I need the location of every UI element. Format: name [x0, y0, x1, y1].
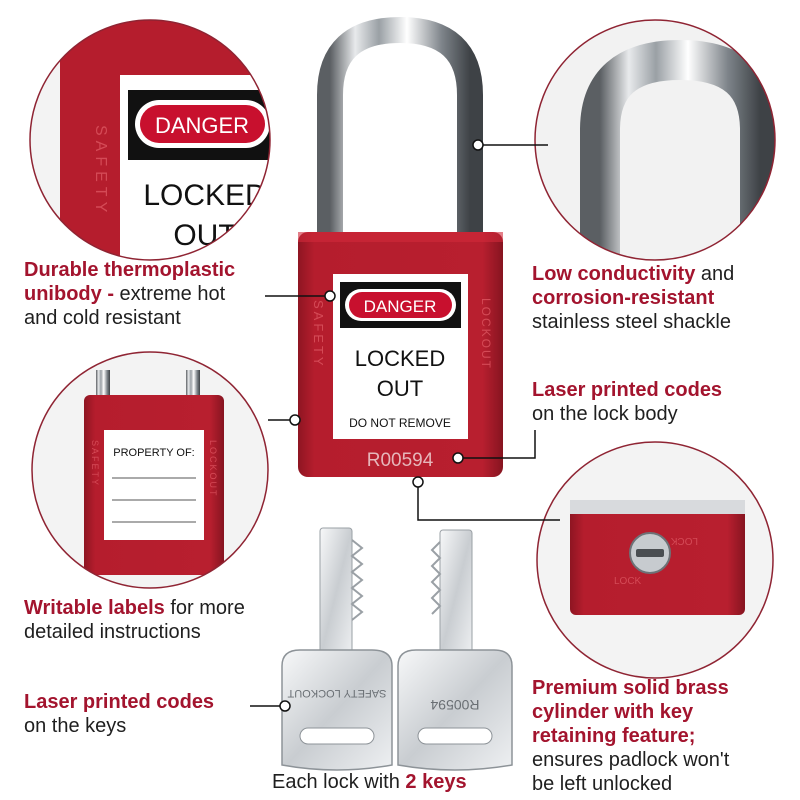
callout-thermoplastic: Durable thermoplastic unibody - extreme …: [24, 258, 284, 330]
codes-body-rest1: on the lock body: [532, 403, 678, 425]
leader-code: [458, 430, 536, 459]
shackle: [317, 16, 483, 240]
callout-codes-body: Laser printed codes on the lock body: [532, 378, 792, 426]
conduct-hl2: corrosion-resistant: [532, 287, 715, 309]
prop-side-left: SAFETY: [90, 440, 100, 487]
writable-hl1: Writable labels: [24, 597, 165, 619]
padlock: DANGER LOCKED OUT DO NOT REMOVE SAFETY L…: [298, 16, 503, 477]
brass-rest2: be left unlocked: [532, 773, 673, 795]
codes-keys-hl1: Laser printed codes: [24, 691, 215, 713]
zoom-circle-body: DANGER LOCKED OUT SAFETY: [29, 19, 271, 261]
brass-hl2: cylinder with key: [532, 701, 694, 723]
leader-dot-writable: [289, 414, 301, 426]
zoom-circle-writable: PROPERTY OF: SAFETY LOCKOUT: [31, 351, 269, 589]
out-text: OUT: [377, 376, 423, 401]
conduct-hl1: Low conductivity: [532, 263, 696, 285]
zoom-side-text: SAFETY: [92, 125, 109, 217]
leader-dot-cylinder: [412, 476, 424, 488]
leader-dot-thermo: [324, 290, 336, 302]
keys-pre: Each lock with: [272, 771, 406, 793]
brass-rest1: ensures padlock won't: [532, 749, 730, 771]
danger-text: DANGER: [364, 297, 437, 316]
keys-num: 2 keys: [405, 771, 467, 793]
leader-cylinder: [417, 482, 560, 521]
zoom-circle-cylinder: LOCK LOCK: [536, 441, 774, 679]
callout-codes-keys: Laser printed codes on the keys: [24, 690, 264, 738]
property-of-text: PROPERTY OF:: [113, 447, 195, 459]
prop-side-right: LOCKOUT: [208, 440, 218, 498]
thermo-hl1: Durable thermoplastic: [24, 259, 236, 281]
codes-keys-rest1: on the keys: [24, 715, 127, 737]
thermo-hl2: unibody -: [24, 283, 114, 305]
conduct-rest1: and: [695, 263, 735, 285]
lock-code: R00594: [367, 450, 434, 471]
side-text-safety: SAFETY: [311, 300, 326, 369]
zoom-danger-text: DANGER: [155, 113, 249, 138]
key-right-text: R00594: [430, 697, 479, 713]
key-right: R00594: [397, 529, 513, 771]
leader-lines: [250, 139, 560, 712]
cyl-lock-word-bottom: LOCK: [614, 576, 642, 587]
callout-conductivity: Low conductivity and corrosion-resistant…: [532, 262, 792, 334]
cyl-lock-word-top: LOCK: [670, 535, 698, 546]
locked-text: LOCKED: [355, 346, 445, 371]
do-not-remove-text: DO NOT REMOVE: [349, 416, 451, 430]
callout-keys-count: Each lock with 2 keys: [272, 770, 532, 794]
brass-hl3: retaining feature;: [532, 725, 696, 747]
leader-dot-shackle: [472, 139, 484, 151]
zoom-locked-text: LOCKED: [143, 179, 266, 212]
leader-dot-keys: [279, 700, 291, 712]
codes-body-hl1: Laser printed codes: [532, 379, 723, 401]
brass-hl1: Premium solid brass: [532, 677, 729, 699]
side-text-lockout: LOCKOUT: [479, 298, 493, 370]
key-left: SAFETY LOCKOUT: [281, 527, 393, 771]
zoom-circle-shackle: [534, 19, 776, 261]
thermo-rest1: extreme hot: [113, 283, 226, 305]
writable-rest1: for more: [164, 597, 245, 619]
leader-dot-code: [452, 452, 464, 464]
thermo-rest2: and cold resistant: [24, 307, 181, 329]
callout-brass: Premium solid brass cylinder with key re…: [532, 676, 794, 796]
writable-rest2: detailed instructions: [24, 621, 201, 643]
conduct-rest2: stainless steel shackle: [532, 311, 731, 333]
key-left-text: SAFETY LOCKOUT: [287, 687, 386, 699]
callout-writable: Writable labels for more detailed instru…: [24, 596, 304, 644]
